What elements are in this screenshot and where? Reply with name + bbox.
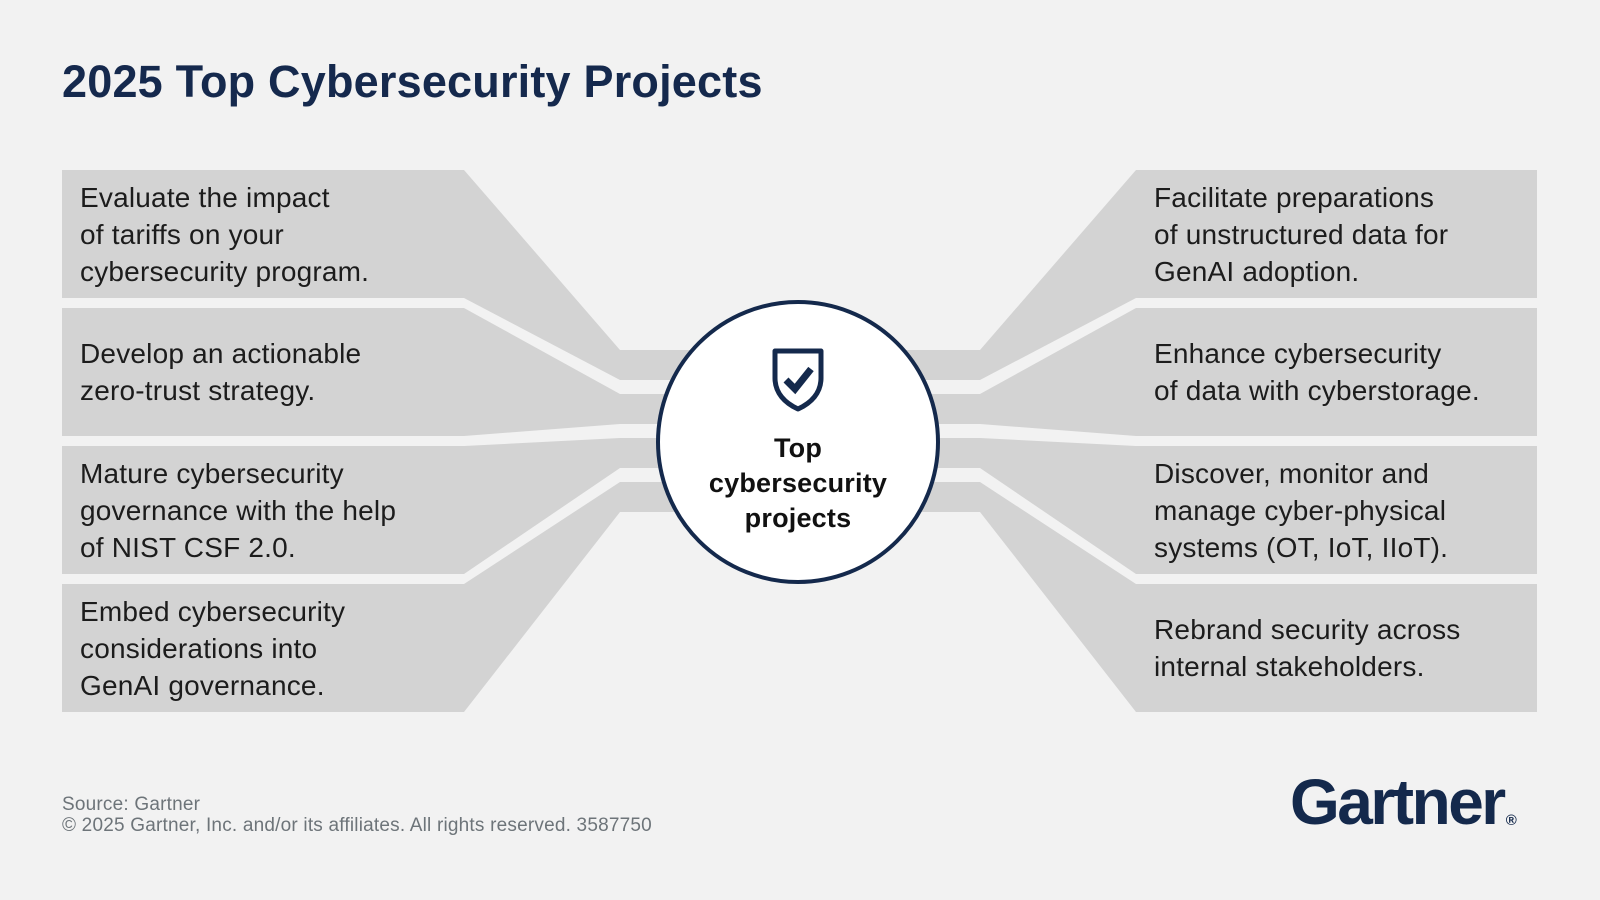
project-box-right-1-label: Facilitate preparations of unstructured … xyxy=(1154,181,1449,287)
center-circle-label: Top cybersecurity projects xyxy=(708,433,888,533)
project-box-right-3: Discover, monitor and manage cyber-physi… xyxy=(1136,446,1537,574)
project-box-left-4-label: Embed cybersecurity considerations into … xyxy=(80,595,346,701)
project-box-left-3-label: Mature cybersecurity governance with the… xyxy=(80,457,397,563)
project-box-right-2: Enhance cybersecurity of data with cyber… xyxy=(1136,308,1537,436)
project-box-left-1: Evaluate the impact of tariffs on your c… xyxy=(62,170,464,298)
shield-check-icon xyxy=(771,348,825,417)
footer: Source: Gartner © 2025 Gartner, Inc. and… xyxy=(62,794,652,836)
project-box-left-2: Develop an actionable zero-trust strateg… xyxy=(62,308,464,436)
funnel-left-3 xyxy=(464,438,806,574)
project-box-left-1-label: Evaluate the impact of tariffs on your c… xyxy=(80,181,370,287)
footer-source: Source: Gartner xyxy=(62,794,201,815)
gartner-logo: Gartner ® xyxy=(1290,768,1517,836)
project-box-right-4-label: Rebrand security across internal stakeho… xyxy=(1154,614,1461,682)
funnel-right-1 xyxy=(794,170,1136,380)
funnel-left-4 xyxy=(464,482,806,712)
project-box-left-3: Mature cybersecurity governance with the… xyxy=(62,446,464,574)
registered-trademark-icon: ® xyxy=(1505,812,1517,829)
funnel-right-3 xyxy=(794,438,1136,574)
project-box-left-2-label: Develop an actionable zero-trust strateg… xyxy=(80,338,362,406)
footer-copyright: © 2025 Gartner, Inc. and/or its affiliat… xyxy=(62,815,652,836)
funnel-right-4 xyxy=(794,482,1136,712)
center-circle: Top cybersecurity projects xyxy=(656,300,940,584)
page-title: 2025 Top Cybersecurity Projects xyxy=(62,56,763,107)
project-box-right-3-label: Discover, monitor and manage cyber-physi… xyxy=(1154,457,1449,563)
gartner-logo-text: Gartner xyxy=(1290,766,1506,838)
project-box-left-4: Embed cybersecurity considerations into … xyxy=(62,584,464,712)
project-box-right-2-label: Enhance cybersecurity of data with cyber… xyxy=(1154,338,1480,406)
funnel-left-1 xyxy=(464,170,806,380)
project-box-right-1: Facilitate preparations of unstructured … xyxy=(1136,170,1537,298)
project-box-right-4: Rebrand security across internal stakeho… xyxy=(1136,584,1537,712)
